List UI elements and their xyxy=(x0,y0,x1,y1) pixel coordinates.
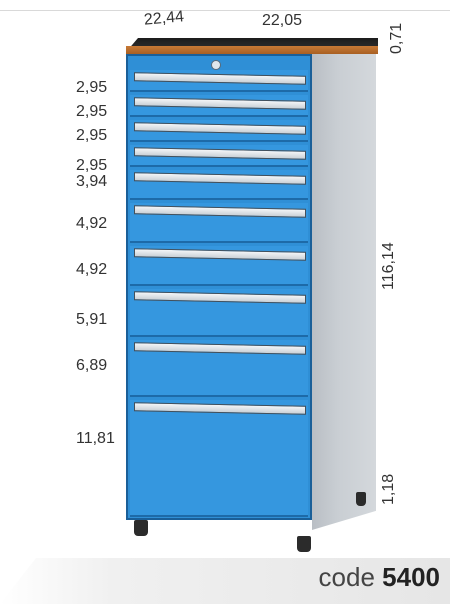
drawer-handle xyxy=(134,402,306,415)
dimension-top-left: 22,44 xyxy=(143,8,185,29)
product-code: code 5400 xyxy=(319,562,440,593)
dimension-foot-height: 1,18 xyxy=(380,473,397,505)
drawer-height-label: 11,81 xyxy=(76,430,115,447)
cabinet-side-panel xyxy=(312,52,376,530)
drawer-1 xyxy=(130,70,308,92)
drawer-height-label: 3,94 xyxy=(76,173,108,190)
product-code-prefix: code xyxy=(318,562,375,592)
drawer-height-label: 4,92 xyxy=(76,261,108,278)
drawer-height-label: 2,95 xyxy=(76,127,108,144)
drawer-height-label: 4,92 xyxy=(76,215,108,232)
drawer-height-label: 2,95 xyxy=(76,157,108,174)
drawer-height-label: 2,95 xyxy=(76,79,108,96)
drawer-handle xyxy=(134,72,306,85)
dimension-top-thickness: 0,71 xyxy=(388,22,405,54)
drawer-handle xyxy=(134,122,306,135)
lock-icon xyxy=(211,60,221,70)
cabinet-foot-left xyxy=(134,520,148,536)
drawer-handle xyxy=(134,248,306,261)
cabinet-foot-mid xyxy=(297,536,311,552)
drawer-9 xyxy=(130,340,308,397)
product-code-number: 5400 xyxy=(382,562,440,592)
drawer-6 xyxy=(130,203,308,243)
drawer-2 xyxy=(130,95,308,117)
drawer-height-label: 5,91 xyxy=(76,311,108,328)
drawer-handle xyxy=(134,147,306,160)
drawer-5 xyxy=(130,170,308,200)
cabinet-foot-right xyxy=(356,492,366,506)
drawer-handle xyxy=(134,97,306,110)
cabinet-wood-top-edge xyxy=(126,46,378,54)
drawer-handle xyxy=(134,205,306,218)
drawer-3 xyxy=(130,120,308,142)
dimension-height: 116,14 xyxy=(380,242,397,290)
dimension-top-right: 22,05 xyxy=(262,12,303,29)
drawer-handle xyxy=(134,172,306,185)
footer-band xyxy=(0,558,450,604)
drawer-height-label: 2,95 xyxy=(76,103,108,120)
drawer-8 xyxy=(130,289,308,337)
drawer-handle xyxy=(134,291,306,304)
drawer-height-label: 6,89 xyxy=(76,357,108,374)
drawer-10 xyxy=(130,400,308,517)
drawer-handle xyxy=(134,342,306,355)
drawer-4 xyxy=(130,145,308,167)
top-divider-line xyxy=(0,10,450,11)
drawer-7 xyxy=(130,246,308,286)
